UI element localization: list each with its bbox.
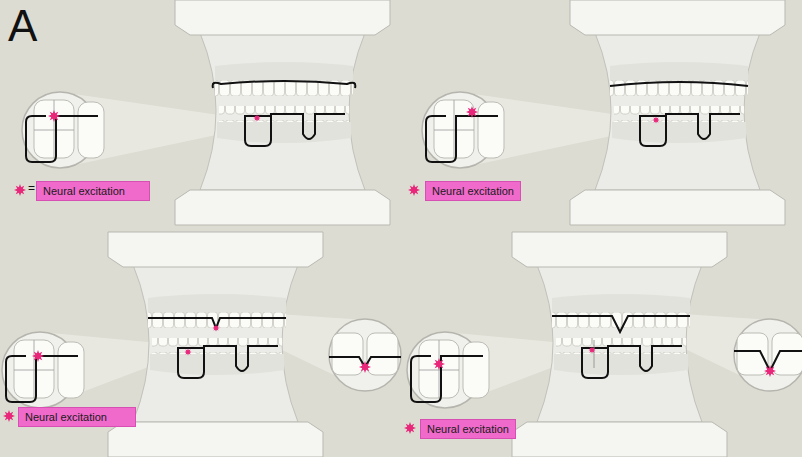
legend-equals: = [28,182,35,195]
legend-box: Neural excitation [420,419,516,439]
legend-label: Neural excitation [43,185,125,197]
legend-label: Neural excitation [427,423,509,435]
legend-box: Neural excitation [425,181,521,201]
legend-label: Neural excitation [432,185,514,197]
legend-box: Neural excitation [18,407,136,427]
panel-letter: A [8,2,37,50]
legend-box: Neural excitation [36,181,150,201]
legend-label: Neural excitation [25,411,107,423]
